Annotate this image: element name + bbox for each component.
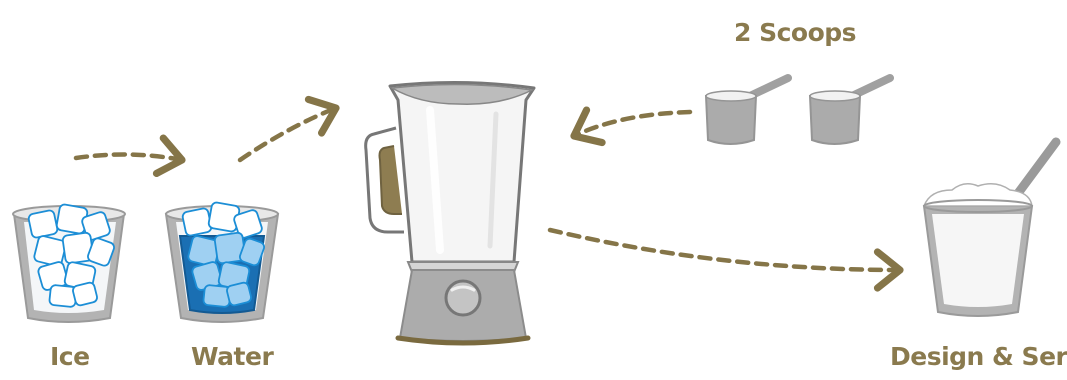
ice-label: Ice [50,344,90,369]
scoop-icon [706,78,788,144]
ice-cup-icon [13,204,125,322]
water-label: Water [191,344,273,369]
blender-icon [366,82,534,343]
scoops-label: 2 Scoops [734,20,856,45]
serve-cup-icon [924,142,1056,316]
arrow-water-to-blender [240,108,336,160]
scoop-icon [810,78,890,144]
arrow-ice-to-water [76,154,182,160]
arrow-scoops-to-blender [574,112,690,136]
arrow-blender-to-serve [550,230,900,270]
water-cup-icon [166,202,278,322]
serve-label: Design & Serve [890,344,1067,369]
